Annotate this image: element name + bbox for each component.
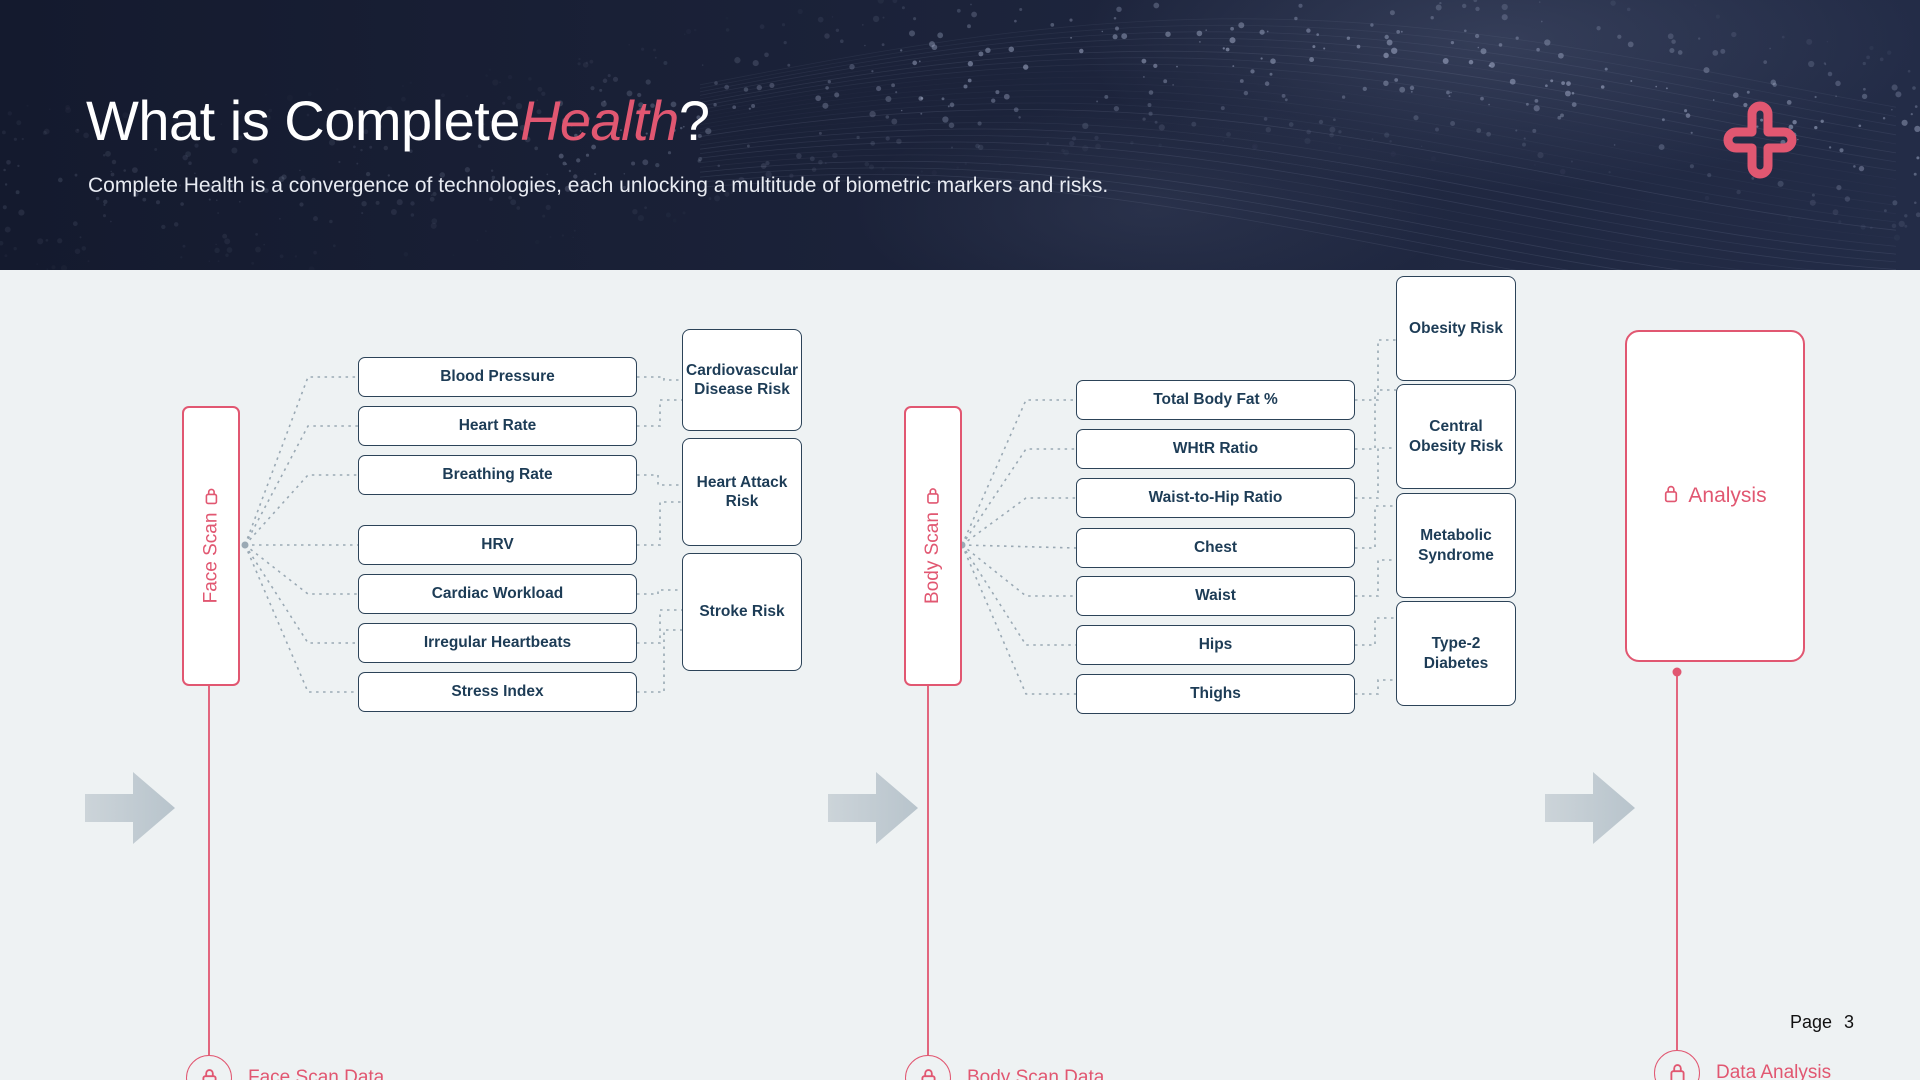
risk-box-stroke-risk[interactable]: Stroke Risk	[682, 553, 802, 671]
analysis-label: Analysis	[1688, 484, 1767, 507]
page-title: What is CompleteHealth?	[86, 88, 710, 153]
complete-health-cross-logo	[1723, 101, 1797, 179]
title-accent: Health	[519, 89, 679, 152]
face-scan-fan-hub	[241, 541, 249, 549]
metric-box-breathing-rate[interactable]: Breathing Rate	[358, 455, 637, 495]
legend-body-scan-data[interactable]: Body Scan Data	[905, 1055, 1104, 1080]
connector-wires	[85, 339, 1682, 1055]
metric-box-blood-pressure[interactable]: Blood Pressure	[358, 357, 637, 397]
risk-box-heart-attack-risk[interactable]: Heart Attack Risk	[682, 438, 802, 546]
analysis-label-group: Analysis	[1663, 484, 1767, 509]
header-particle-background	[0, 0, 1920, 270]
body-scan-fanout	[961, 399, 1077, 695]
legend-label: Body Scan Data	[967, 1067, 1105, 1080]
metric-box-waist[interactable]: Waist	[1076, 576, 1355, 616]
lock-icon	[1663, 484, 1679, 509]
body-risk-links	[1355, 339, 1396, 695]
metric-box-hips[interactable]: Hips	[1076, 625, 1355, 665]
risk-box-type-2-diabetes[interactable]: Type-2 Diabetes	[1396, 601, 1516, 706]
metric-box-thighs[interactable]: Thighs	[1076, 674, 1355, 714]
body-scan-label: Body Scan	[922, 512, 943, 604]
risk-box-metabolic-syndrome[interactable]: Metabolic Syndrome	[1396, 493, 1516, 598]
legend-label: Data Analysis	[1716, 1062, 1832, 1080]
lock-icon	[204, 487, 219, 505]
face-scan-label-group: Face Scan	[200, 487, 222, 604]
metric-box-heart-rate[interactable]: Heart Rate	[358, 406, 637, 446]
lock-icon	[905, 1055, 951, 1080]
lock-icon	[1654, 1050, 1700, 1080]
analysis-node[interactable]: Analysis	[1625, 330, 1805, 662]
risk-box-central-obesity-risk[interactable]: Central Obesity Risk	[1396, 384, 1516, 489]
face-risk-links	[637, 376, 682, 693]
slide-header: What is CompleteHealth? Complete Health …	[0, 0, 1920, 270]
body-scan-label-group: Body Scan	[922, 488, 944, 604]
page-footer: Page 3	[1790, 1012, 1854, 1033]
legend-face-scan-data[interactable]: Face Scan Data	[186, 1055, 384, 1080]
flow-arrow	[85, 772, 1635, 844]
page-label: Page	[1790, 1012, 1833, 1032]
risk-box-cardiovascular-disease-risk[interactable]: Cardiovascular Disease Risk	[682, 329, 802, 431]
lock-icon	[926, 487, 941, 505]
metric-box-stress-index[interactable]: Stress Index	[358, 672, 637, 712]
risk-box-obesity-risk[interactable]: Obesity Risk	[1396, 276, 1516, 381]
face-scan-node[interactable]: Face Scan	[182, 406, 240, 686]
face-scan-label: Face Scan	[200, 512, 222, 604]
metric-box-irregular-heartbeats[interactable]: Irregular Heartbeats	[358, 623, 637, 663]
metric-box-chest[interactable]: Chest	[1076, 528, 1355, 568]
diagram-canvas: Face Scan Blood Pressure Heart Rate Brea…	[0, 270, 1920, 1080]
title-part-1: What is Complete	[86, 89, 520, 152]
legend-drop-lines	[208, 672, 1678, 1055]
metric-box-total-body-fat[interactable]: Total Body Fat %	[1076, 380, 1355, 420]
face-scan-fanout	[244, 376, 358, 693]
title-part-2: ?	[678, 89, 710, 152]
metric-box-cardiac-workload[interactable]: Cardiac Workload	[358, 574, 637, 614]
legend-label: Face Scan Data	[248, 1067, 385, 1080]
metric-box-hrv[interactable]: HRV	[358, 525, 637, 565]
page-number: 3	[1844, 1012, 1855, 1032]
lock-icon	[186, 1055, 232, 1080]
page-subtitle: Complete Health is a convergence of tech…	[88, 174, 1109, 197]
metric-box-whtr-ratio[interactable]: WHtR Ratio	[1076, 429, 1355, 469]
metric-box-waist-to-hip-ratio[interactable]: Waist-to-Hip Ratio	[1076, 478, 1355, 518]
legend-data-analysis[interactable]: Data Analysis	[1654, 1050, 1831, 1080]
body-scan-node[interactable]: Body Scan	[904, 406, 962, 686]
